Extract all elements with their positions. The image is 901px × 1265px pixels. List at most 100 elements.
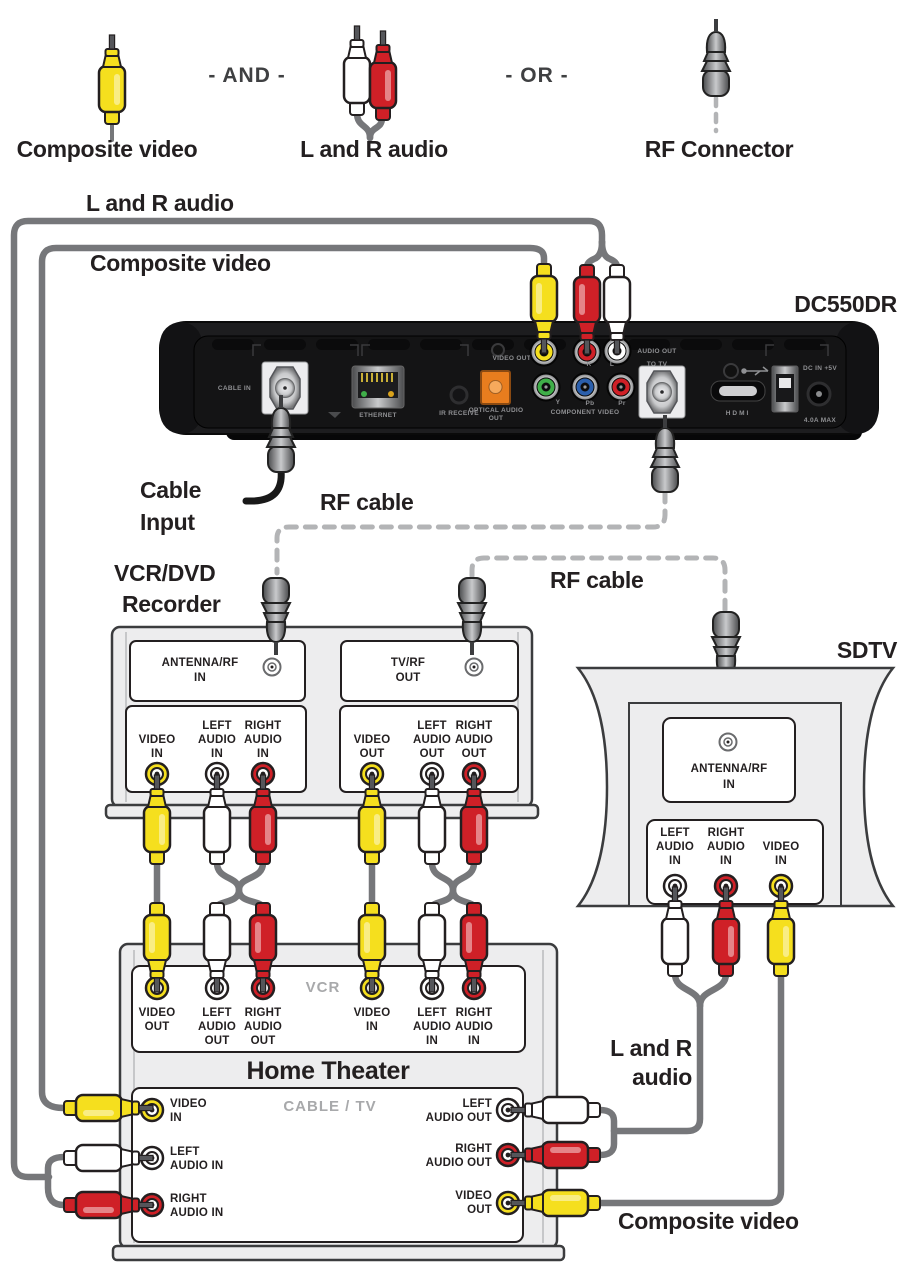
svg-text:IN: IN [194,672,206,684]
svg-text:Y: Y [556,399,561,406]
svg-text:OUT: OUT [145,1021,170,1033]
svg-text:AUDIO: AUDIO [413,1021,451,1033]
svg-text:OUT: OUT [360,748,385,760]
svg-text:LEFT: LEFT [417,720,447,732]
svg-text:RIGHT: RIGHT [170,1193,207,1205]
legend-or-text: - OR - [505,64,568,87]
svg-text:RIGHT: RIGHT [456,1007,493,1019]
panel-bracket-marks [252,344,829,356]
legend-composite-label: Composite video [17,136,198,162]
svg-text:VIDEO: VIDEO [170,1098,207,1110]
svg-text:OUT: OUT [467,1204,492,1216]
svg-text:AUDIO: AUDIO [455,1021,493,1033]
tv-rf-out-panel [340,640,519,702]
svg-text:IN: IN [257,748,269,760]
svg-text:IN: IN [211,748,223,760]
svg-text:IN: IN [426,1035,438,1047]
usb-icon [741,366,769,376]
svg-text:RIGHT: RIGHT [456,720,493,732]
svg-text:LEFT: LEFT [170,1146,200,1158]
optical-audio-port [480,370,511,405]
svg-text:IN: IN [720,855,732,867]
svg-text:IN: IN [669,855,681,867]
svg-text:OUT: OUT [489,415,504,422]
panel-triangle-mark [328,412,341,418]
legend-rf-connector [701,18,731,97]
vcr-title: VCR/DVD [114,560,215,586]
home-theater-title: Home Theater [246,1057,410,1085]
ethernet-label: ETHERNET [359,412,396,419]
vcr-dvd-recorder-device: ANTENNA/RF IN TV/RF OUT VIDEO IN LEFT AU… [104,625,540,820]
r-label: R [587,361,592,368]
top-audio-cable-label: L and R audio [86,190,234,216]
svg-text:VIDEO: VIDEO [139,1007,176,1019]
ir-receive-label: IR RECEIVE [439,410,479,417]
svg-text:audio: audio [632,1064,692,1090]
vcr-to-home-theater-cables [153,858,478,912]
svg-text:RIGHT: RIGHT [245,1007,282,1019]
svg-text:VIDEO: VIDEO [139,734,176,746]
cable-in-label: CABLE IN [218,385,251,392]
optical-label: OPTICAL AUDIO [469,407,524,414]
ir-receive-port [449,385,469,405]
svg-text:VIDEO: VIDEO [354,1007,391,1019]
l-label: L [610,361,614,368]
sdtv-antenna-rf-in-label: ANTENNA/RF [691,763,768,775]
hdmi-label: HDMI [726,410,751,417]
component-y-jack [531,372,561,402]
legend-rf-label: RF Connector [645,136,794,162]
tv-rf-out-label: TV/RF [391,657,425,669]
svg-text:VIDEO: VIDEO [763,841,800,853]
svg-text:IN: IN [170,1112,182,1124]
svg-text:LEFT: LEFT [462,1098,492,1110]
dc-in-label: DC IN +5V [803,365,837,372]
svg-text:Input: Input [140,509,195,535]
svg-text:IN: IN [468,1035,480,1047]
svg-text:LEFT: LEFT [202,1007,232,1019]
svg-text:Pb: Pb [586,400,595,407]
video-out-label: VIDEO OUT [493,355,531,362]
screw-icon [491,343,505,357]
usb-port [771,365,799,413]
svg-text:IN: IN [775,855,787,867]
component-pb-jack [570,372,600,402]
svg-text:VIDEO: VIDEO [455,1190,492,1202]
svg-text:LEFT: LEFT [660,827,690,839]
hdmi-port [710,380,766,402]
legend-audio-left-plug [342,24,372,117]
svg-text:AUDIO: AUDIO [656,841,694,853]
svg-text:Recorder: Recorder [122,591,221,617]
svg-text:RIGHT: RIGHT [708,827,745,839]
svg-text:VIDEO: VIDEO [354,734,391,746]
svg-text:OUT: OUT [420,748,445,760]
svg-text:AUDIO: AUDIO [413,734,451,746]
svg-text:IN: IN [366,1021,378,1033]
rf-cable-path-right [469,555,728,613]
svg-text:OUT: OUT [396,672,421,684]
legend-composite-plug [97,33,127,126]
svg-text:AUDIO IN: AUDIO IN [170,1160,223,1172]
svg-text:AUDIO IN: AUDIO IN [170,1207,223,1219]
audio-out-to-tv-label: AUDIO OUT [637,348,676,355]
svg-text:AUDIO: AUDIO [244,1021,282,1033]
power-jack [806,381,832,407]
top-video-cable-label: Composite video [90,250,271,276]
antenna-rf-in-panel [129,640,306,702]
svg-text:OUT: OUT [205,1035,230,1047]
screw-icon [723,363,739,379]
svg-text:OUT: OUT [462,748,487,760]
bottom-audio-label: L and R [610,1035,693,1061]
left-cable-runs [10,217,621,1209]
component-video-label: COMPONENT VIDEO [551,409,620,416]
legend: - AND - - OR - Composite video L and R a… [17,18,794,162]
sdtv-title: SDTV [837,637,898,663]
ethernet-port [351,365,405,409]
dc550dr-device: CABLE IN ETHERNET IR RECEIVE OPTICAL AUD… [159,321,879,440]
svg-text:AUDIO: AUDIO [244,734,282,746]
amps-label: 4.0A MAX [804,417,837,424]
dc550dr-title: DC550DR [794,291,897,317]
antenna-rf-in-port [262,657,282,677]
legend-and-text: - AND - [208,64,285,87]
svg-text:LEFT: LEFT [417,1007,447,1019]
